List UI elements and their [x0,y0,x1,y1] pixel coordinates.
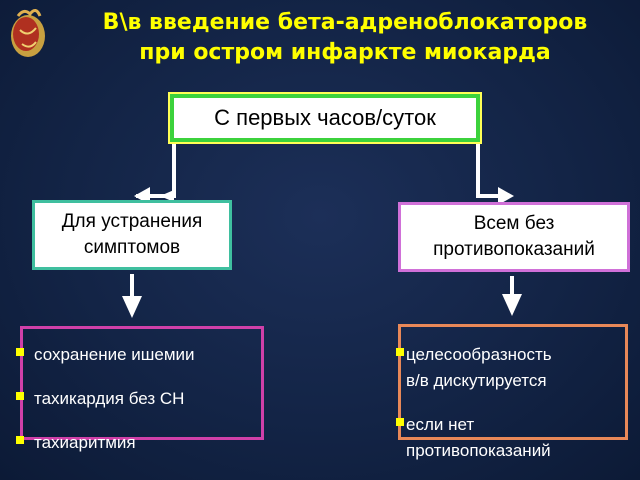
left-node-label: Для устранения симптомов [61,211,203,258]
arrow-top-to-right [476,142,514,205]
list-item: тахиаритмия [34,433,136,452]
bullet-icon [396,418,404,426]
bullet-icon [16,348,24,356]
right-node: Всем без противопоказаний [398,202,630,272]
left-list-box [20,326,264,440]
arrow-left-down [122,274,142,318]
page-title: В\в введение бета-адреноблокаторов при о… [102,10,588,65]
bullet-icon [396,348,404,356]
list-item: тахикардия без СН [34,389,185,408]
bullet-icon [16,392,24,400]
list-item: целесообразность в/в дискутируется [406,345,552,390]
bullet-icon [16,436,24,444]
arrow-top-to-left [134,142,176,205]
arrow-right-down [502,276,522,316]
right-list-box [398,324,628,440]
list-item: если нет противопоказаний [406,415,551,460]
right-node-label: Всем без противопоказаний [433,213,595,260]
top-node: С первых часов/суток [168,92,482,144]
heart-icon [11,9,45,57]
left-node: Для устранения симптомов [32,200,232,270]
list-item: сохранение ишемии [34,345,195,364]
